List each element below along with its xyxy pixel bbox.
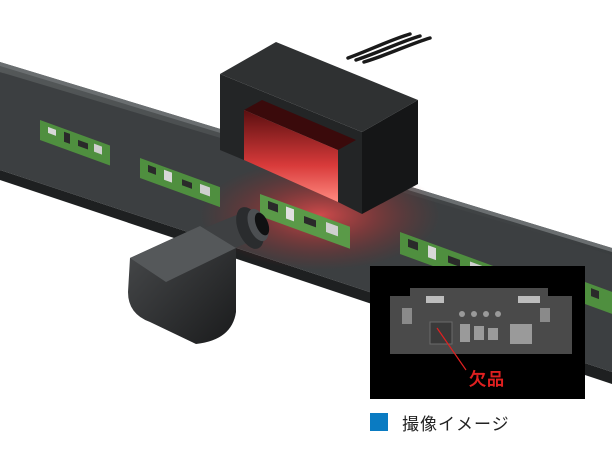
- pcb-board-5: [585, 282, 612, 315]
- captured-board-image: [390, 288, 572, 371]
- legend-swatch: [370, 413, 388, 431]
- pcb-board-1: [40, 120, 110, 166]
- light-cables: [346, 32, 432, 64]
- pcb-board-3: [260, 194, 350, 249]
- defect-pointer-line: [436, 327, 467, 371]
- camera: [128, 207, 270, 344]
- pcb-board-2: [140, 158, 220, 208]
- defect-label: 欠品: [469, 370, 505, 390]
- ring-light-housing: [220, 42, 418, 214]
- captured-image-inset: 欠品: [370, 266, 585, 399]
- legend-label: 撮像イメージ: [402, 414, 510, 435]
- legend: 撮像イメージ: [370, 411, 510, 435]
